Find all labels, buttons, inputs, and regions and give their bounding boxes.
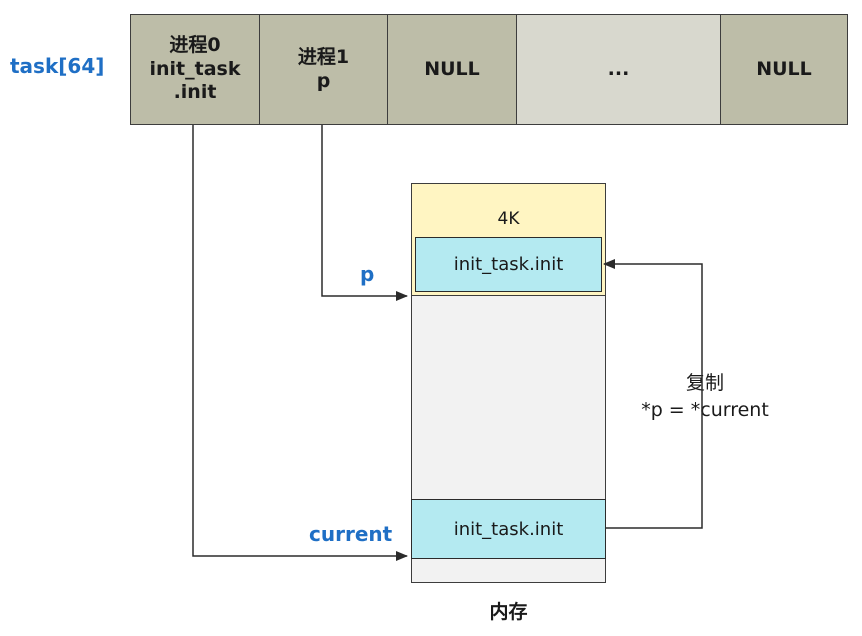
task-cell-4: NULL xyxy=(720,14,848,125)
top-task-block: init_task.init xyxy=(415,237,602,292)
current-pointer-label: current xyxy=(309,522,393,546)
task-cell-0: 进程0 init_task .init xyxy=(130,14,260,125)
task-cell-ellipsis: ... xyxy=(516,14,721,125)
copy-expression: *p = *current xyxy=(641,398,769,421)
copy-arrow xyxy=(603,259,703,529)
task-cell-1: 进程1 p xyxy=(259,14,388,125)
current-pointer-arrow xyxy=(192,125,408,561)
bottom-task-block: init_task.init xyxy=(411,499,606,559)
task-cell-2: NULL xyxy=(387,14,517,125)
copy-annotation: 复制 *p = *current xyxy=(620,370,790,423)
p-pointer-label: p xyxy=(360,262,375,286)
page-size-label: 4K xyxy=(497,209,520,229)
array-label: task[64] xyxy=(10,54,105,78)
copy-label: 复制 xyxy=(685,372,724,394)
p-pointer-arrow xyxy=(321,125,408,301)
memory-caption: 内存 xyxy=(489,601,528,623)
